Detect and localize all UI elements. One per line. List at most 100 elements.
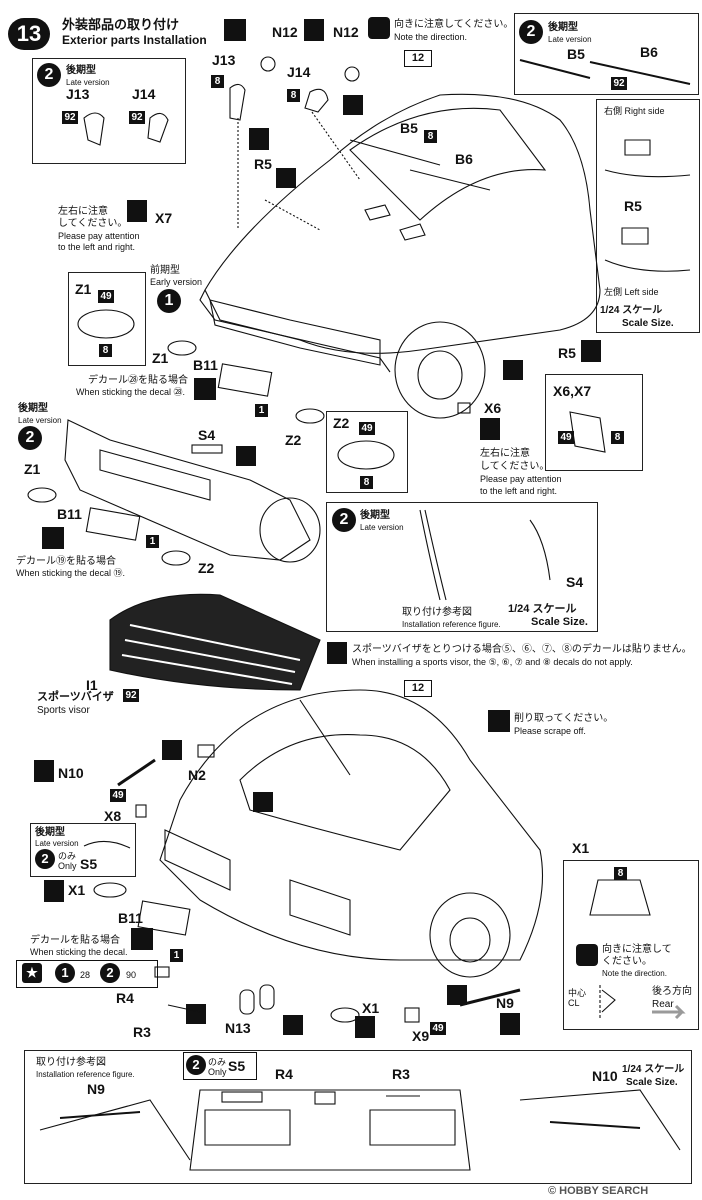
decal28-note-jp: デカール㉘を貼る場合 [88, 375, 188, 386]
leader-j14 [311, 111, 361, 181]
part-N9-label: N9 [496, 995, 514, 1011]
right-side-en: Right side [624, 106, 665, 116]
visor-note-en: When installing a sports visor, the ⑤, ⑥… [352, 657, 633, 667]
cement-icon-x1 [44, 880, 64, 902]
part-B11-label: B11 [193, 357, 218, 373]
part-Z2-late-label: Z2 [198, 560, 215, 576]
decal28-note-en: When sticking the decal ㉘. [76, 387, 186, 397]
part-number-92-J14: 92 [129, 111, 145, 124]
leader-r5 [264, 199, 321, 231]
cement-icon-visor [327, 642, 347, 664]
part-N10-ref-label: N10 [592, 1068, 618, 1084]
caution-icon-x1 [576, 944, 598, 966]
late-front-badge-number: 2 [25, 429, 35, 446]
direction-note-jp: 向きに注意してください。 [394, 19, 514, 30]
part-X8-label: X8 [104, 808, 122, 824]
x8-part [135, 804, 147, 818]
part-R3-ref-label: R3 [392, 1066, 410, 1082]
scrape-note-jp: 削り取ってください。 [514, 713, 614, 724]
cement-icon-x6 [480, 418, 500, 440]
part-J13-late-label: J13 [66, 86, 90, 102]
part-N9-ref-label: N9 [87, 1081, 105, 1097]
lr2-note-en-1: Please pay attention [480, 474, 562, 484]
late-label-en: Late version [548, 35, 592, 44]
early-version-badge: 1 [157, 289, 181, 313]
direction2-jp: 向きに注意して [602, 944, 672, 955]
rear-wheel [429, 892, 511, 978]
s5-late-badge-number: 2 [41, 851, 49, 866]
part-number-49-z2: 49 [359, 422, 375, 435]
front-wheel [394, 321, 486, 419]
rear-label: 後ろ方向 Rear [652, 985, 692, 1011]
s5-only-jp: のみ [58, 851, 77, 861]
body-part-12-label: 12 [411, 52, 425, 64]
decal-icon-n9 [447, 985, 467, 1005]
part-number-1-b11-late: 1 [146, 535, 159, 548]
part-Z2-detail-label: Z2 [333, 415, 350, 431]
s5-ref-only-jp: のみ [208, 1057, 227, 1067]
glue-icon [224, 19, 246, 41]
part-B5-late-label: B5 [567, 46, 585, 62]
part-N10-label: N10 [58, 765, 84, 781]
s4-ref-fig-jp: 取り付け参考図 [402, 607, 472, 618]
part-number-1-b11: 1 [255, 404, 268, 417]
cement-icon-r5 [249, 128, 269, 150]
part-number-8-z1: 8 [99, 344, 112, 357]
early-version-number: 1 [164, 292, 174, 309]
b11-late-plate [85, 507, 141, 541]
mirror-N12-right [344, 66, 360, 82]
z2-late-lamp [161, 550, 191, 566]
left-side-jp: 左側 [604, 287, 623, 297]
early-label-en: Early version [150, 277, 203, 287]
part-Z1-label: Z1 [152, 350, 169, 366]
left-side-label: 左側 Left side [604, 286, 659, 299]
part-Z1-detail-label: Z1 [75, 281, 92, 297]
lr2-note-jp-2: してください。 [480, 461, 550, 472]
watermark: © HOBBY SEARCH [548, 1185, 649, 1197]
visor-arrow [299, 699, 351, 776]
late-label-jp: 後期型 [548, 22, 578, 33]
scrape-note-en: Please scrape off. [514, 726, 586, 736]
body-part-12-rear-box: 12 [404, 680, 432, 697]
decal-icon-n10 [162, 740, 182, 760]
decal-note-jp: デカールを貼る場合 [30, 935, 120, 946]
part-number-92-J13: 92 [62, 111, 78, 124]
s5-ref-only: のみ Only [208, 1057, 227, 1077]
direction2-jp-b: ください。 [602, 956, 652, 967]
part-X1-label: X1 [68, 882, 86, 898]
step-number: 13 [16, 21, 42, 46]
mirror-J14 [304, 88, 329, 113]
part-N12-left-label: N12 [272, 24, 298, 40]
visor-slot-1 [129, 624, 301, 661]
late-mirror-jp: 後期型 [66, 65, 96, 76]
caution-icon [368, 17, 390, 39]
decal-icon-r5-fender [503, 360, 523, 380]
part-X9-label: X9 [412, 1028, 430, 1044]
scale-label-jp-top: 1/24 スケール [600, 305, 663, 316]
rear-tail-left [164, 829, 231, 891]
s5-ref-only-en: Only [208, 1067, 227, 1077]
part-J14-late-label: J14 [132, 86, 156, 102]
step-title-jp: 外装部品の取り付け [62, 17, 180, 32]
late-version-number: 2 [526, 23, 536, 40]
rear-scale-jp: 1/24 スケール [622, 1064, 685, 1075]
part-number-49-x9: 49 [430, 1022, 446, 1035]
centerline-label: 中心 CL [568, 988, 586, 1008]
decal-icon-r5 [276, 168, 296, 188]
lr-note-jp-1: 左右に注意 [58, 206, 108, 217]
lr2-note-en-2: to the left and right. [480, 486, 558, 496]
glue-icon-j14 [343, 95, 363, 115]
x6-marker [457, 402, 471, 414]
right-side-label: 右側 Right side [604, 105, 665, 118]
late-front-wheel [259, 497, 321, 563]
late-front-grille [99, 449, 211, 501]
part-N13-label: N13 [225, 1020, 251, 1036]
part-S4-label: S4 [198, 427, 216, 443]
part-number-8-B5: 8 [424, 130, 437, 143]
lr-note-en-2: to the left and right. [58, 242, 136, 252]
s5-only-en: Only [58, 861, 77, 871]
lr-note-en-1: Please pay attention [58, 231, 140, 241]
centerline-en: CL [568, 998, 580, 1008]
option-early-number: 1 [61, 965, 69, 980]
late-front-jp: 後期型 [18, 403, 48, 414]
